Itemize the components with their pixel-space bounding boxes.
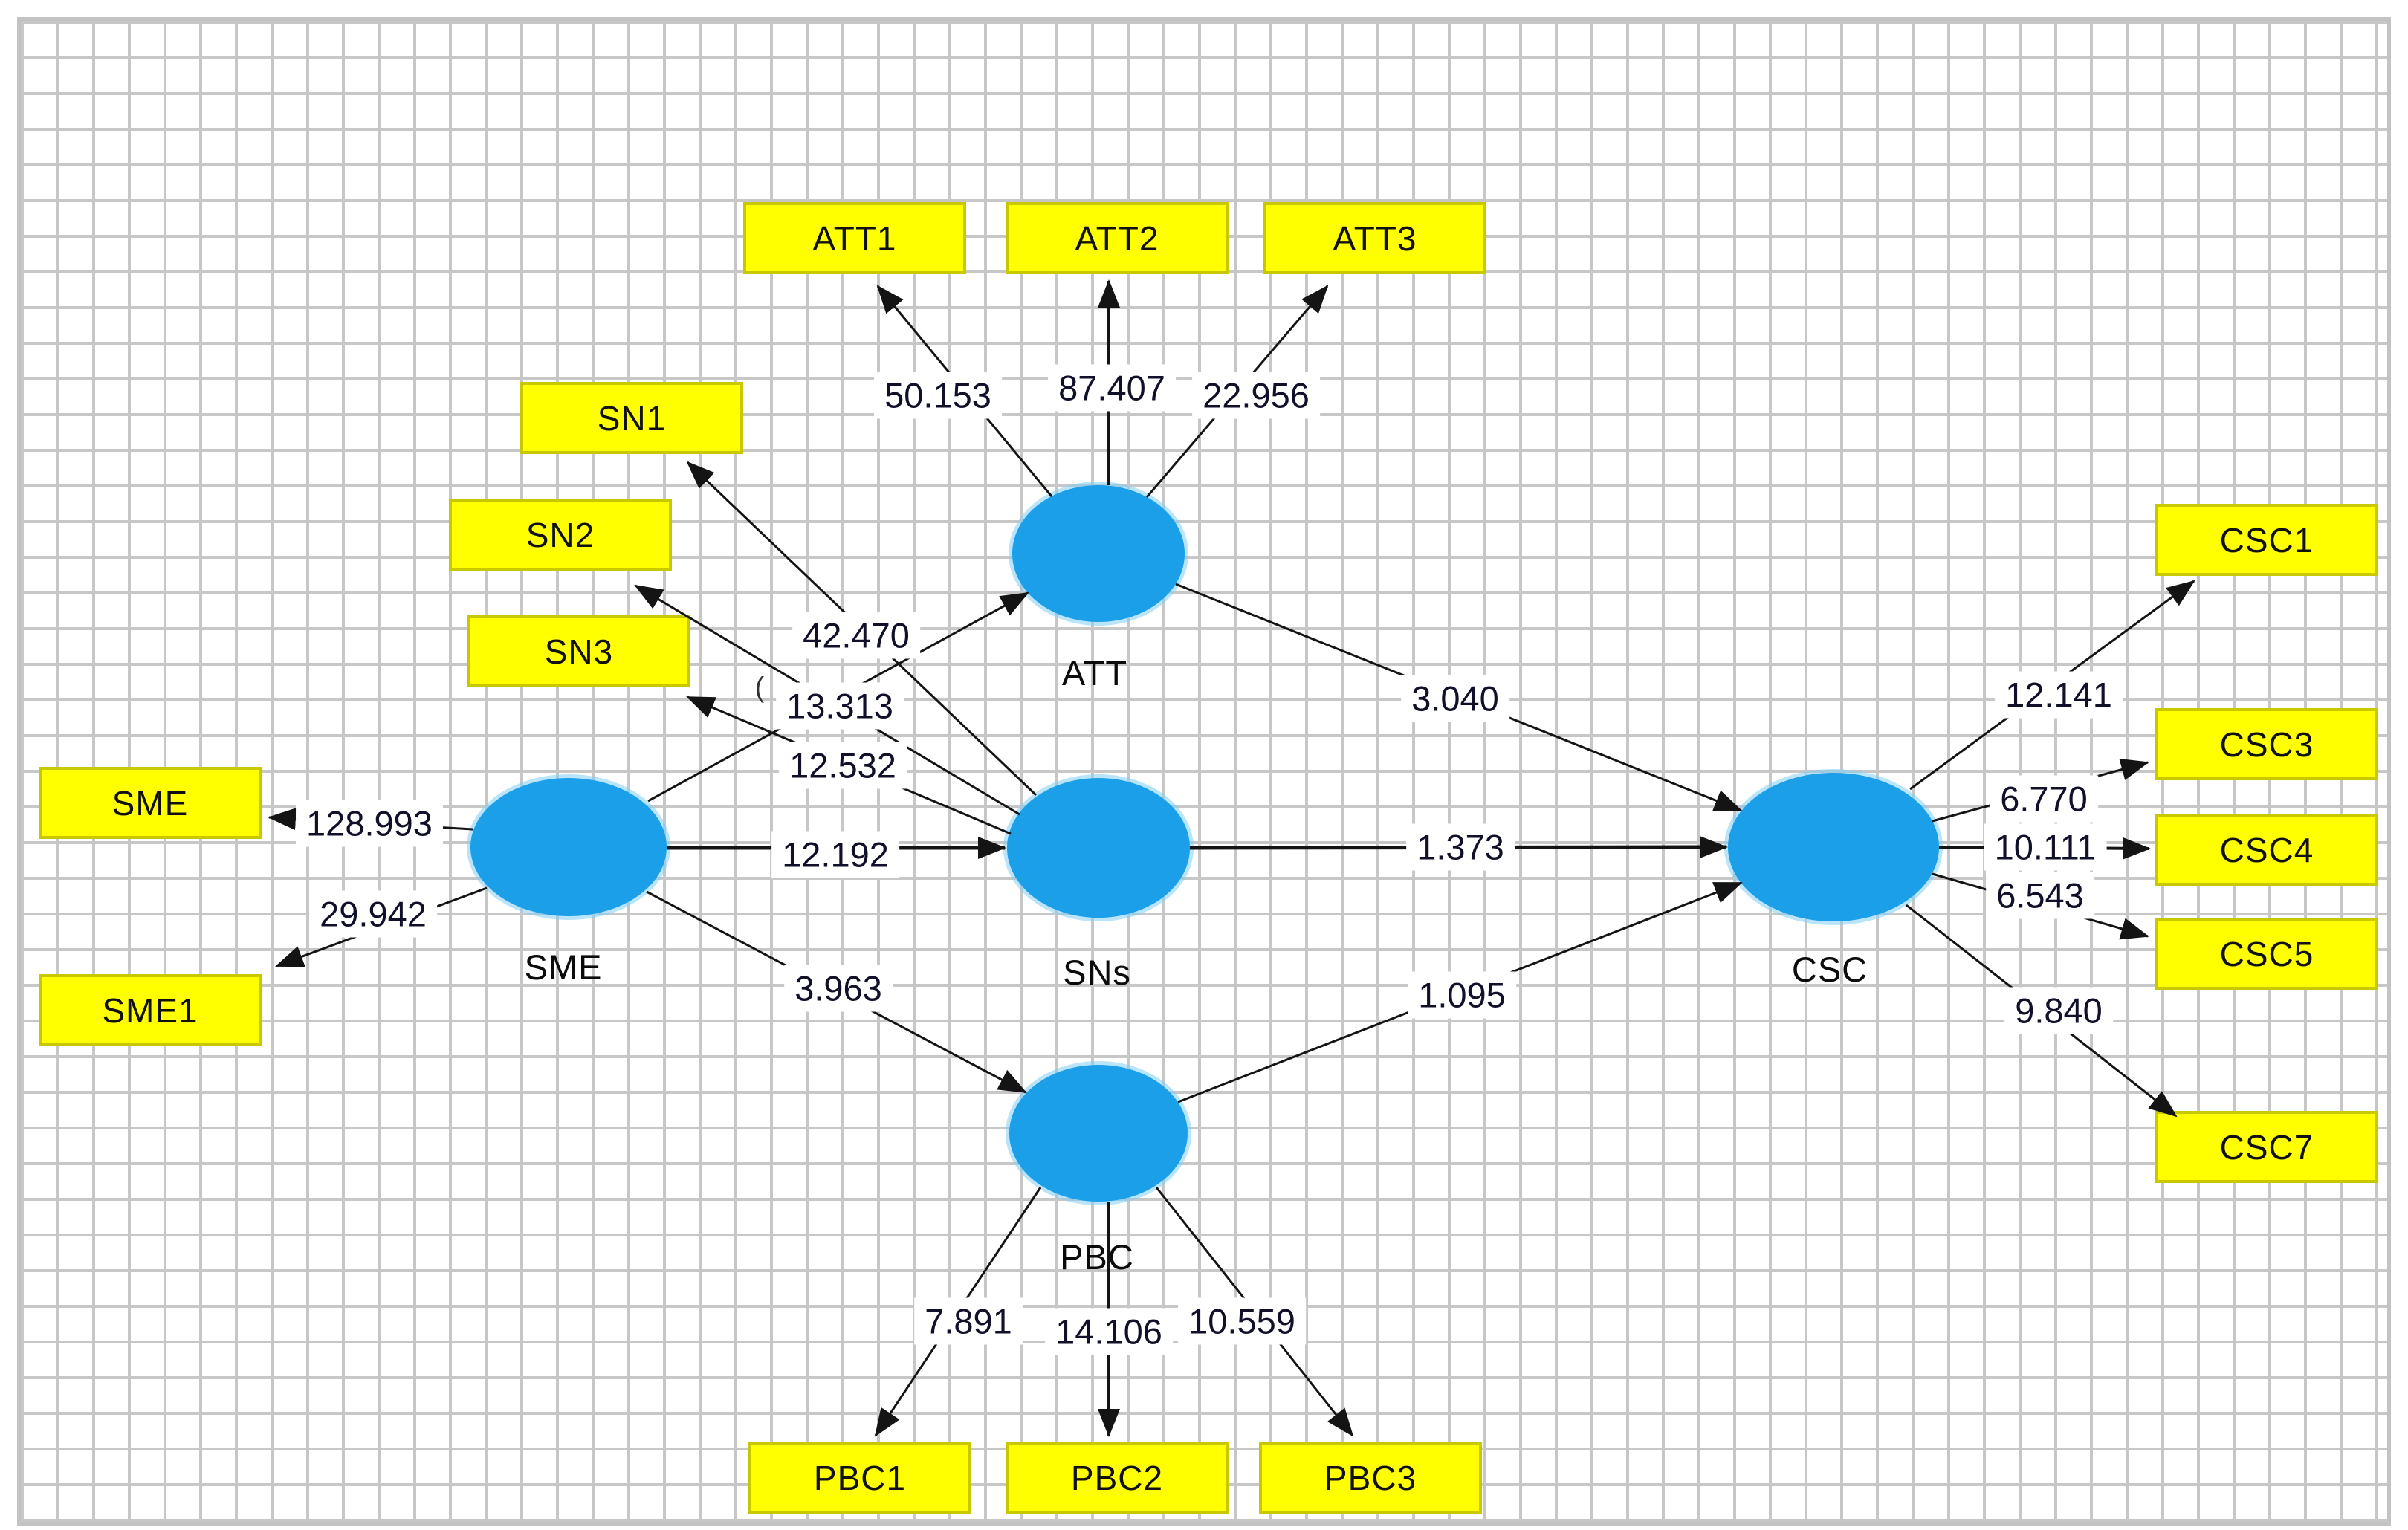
tvalue-pbc-pbc3: 10.559 (1178, 1297, 1306, 1345)
latent-att-label: ATT (1061, 653, 1128, 693)
indicator-pbc1-label: PBC1 (813, 1458, 907, 1497)
tvalue-att-att2: 87.407 (1048, 364, 1176, 412)
tvalue-sme-sns: 12.192 (771, 831, 899, 878)
indicator-sn2-label: SN2 (525, 515, 595, 554)
indicator-csc7[interactable]: CSC7 (2155, 1111, 2378, 1183)
indicator-csc4-label: CSC4 (2219, 830, 2314, 869)
indicator-att2[interactable]: ATT2 (1006, 202, 1229, 274)
tvalue-att-csc: 3.040 (1401, 675, 1509, 722)
tvalue-csc-csc7: 9.840 (2004, 987, 2113, 1034)
indicator-sme1[interactable]: SME1 (39, 974, 262, 1046)
indicator-att2-label: ATT2 (1075, 218, 1159, 258)
indicator-csc4[interactable]: CSC4 (2155, 814, 2378, 886)
tvalue-sns-csc: 1.373 (1406, 823, 1515, 871)
latent-csc[interactable] (1728, 773, 1939, 921)
indicator-att3-label: ATT3 (1333, 218, 1417, 258)
tvalue-sns-sn2: 13.313 (776, 682, 904, 730)
tvalue-sme-smebox: 128.993 (296, 800, 443, 847)
tvalue-pbc-csc: 1.095 (1408, 971, 1516, 1019)
latent-sns-label: SNs (1063, 953, 1131, 992)
tvalue-csc-csc1: 12.141 (1995, 671, 2123, 719)
occluded-label-fragment: ( (754, 672, 765, 704)
tvalue-pbc-pbc1: 7.891 (914, 1297, 1023, 1345)
latent-csc-label: CSC (1791, 950, 1868, 989)
indicator-csc3[interactable]: CSC3 (2155, 708, 2378, 780)
tvalue-csc-csc4: 10.111 (1984, 823, 2107, 871)
latent-pbc[interactable] (1009, 1065, 1188, 1202)
indicator-sme1-label: SME1 (102, 991, 198, 1030)
indicator-csc1-label: CSC1 (2219, 520, 2314, 560)
latent-pbc-label: PBC (1060, 1237, 1134, 1277)
latent-att[interactable] (1012, 485, 1185, 622)
indicator-csc5[interactable]: CSC5 (2155, 918, 2378, 990)
indicator-att1[interactable]: ATT1 (743, 202, 966, 274)
indicator-sn1[interactable]: SN1 (520, 382, 743, 454)
indicator-pbc2-label: PBC2 (1070, 1458, 1164, 1497)
indicator-csc7-label: CSC7 (2219, 1127, 2314, 1167)
indicator-sn2[interactable]: SN2 (449, 499, 672, 571)
indicator-sn3-label: SN3 (544, 632, 614, 671)
latent-sme[interactable] (470, 778, 667, 916)
latent-sns[interactable] (1007, 778, 1190, 918)
tvalue-sme-sme1: 29.942 (309, 890, 437, 938)
indicator-sn1-label: SN1 (597, 398, 667, 438)
indicator-att3[interactable]: ATT3 (1263, 202, 1486, 274)
tvalue-sns-sn3: 12.532 (779, 742, 907, 789)
tvalue-pbc-pbc2: 14.106 (1045, 1308, 1173, 1355)
tvalue-csc-csc3: 6.770 (1990, 775, 2098, 823)
indicator-pbc2[interactable]: PBC2 (1006, 1442, 1229, 1514)
indicator-att1-label: ATT1 (812, 218, 897, 258)
tvalue-csc-csc5: 6.543 (1986, 872, 2094, 919)
indicator-csc3-label: CSC3 (2219, 725, 2314, 764)
indicator-pbc1[interactable]: PBC1 (748, 1442, 971, 1514)
tvalue-att-att3: 22.956 (1192, 372, 1320, 419)
indicator-sme[interactable]: SME (39, 767, 262, 839)
indicator-sme-label: SME (111, 783, 189, 823)
indicator-csc1[interactable]: CSC1 (2155, 504, 2378, 576)
indicator-pbc3[interactable]: PBC3 (1259, 1442, 1482, 1514)
latent-sme-label: SME (524, 947, 603, 987)
indicator-pbc3-label: PBC3 (1324, 1458, 1417, 1497)
tvalue-sme-pbc: 3.963 (784, 965, 893, 1012)
indicator-sn3[interactable]: SN3 (467, 615, 690, 687)
tvalue-att-att1: 50.153 (874, 372, 1002, 419)
tvalue-sns-sn1: 42.470 (792, 612, 920, 659)
indicator-csc5-label: CSC5 (2219, 934, 2314, 973)
